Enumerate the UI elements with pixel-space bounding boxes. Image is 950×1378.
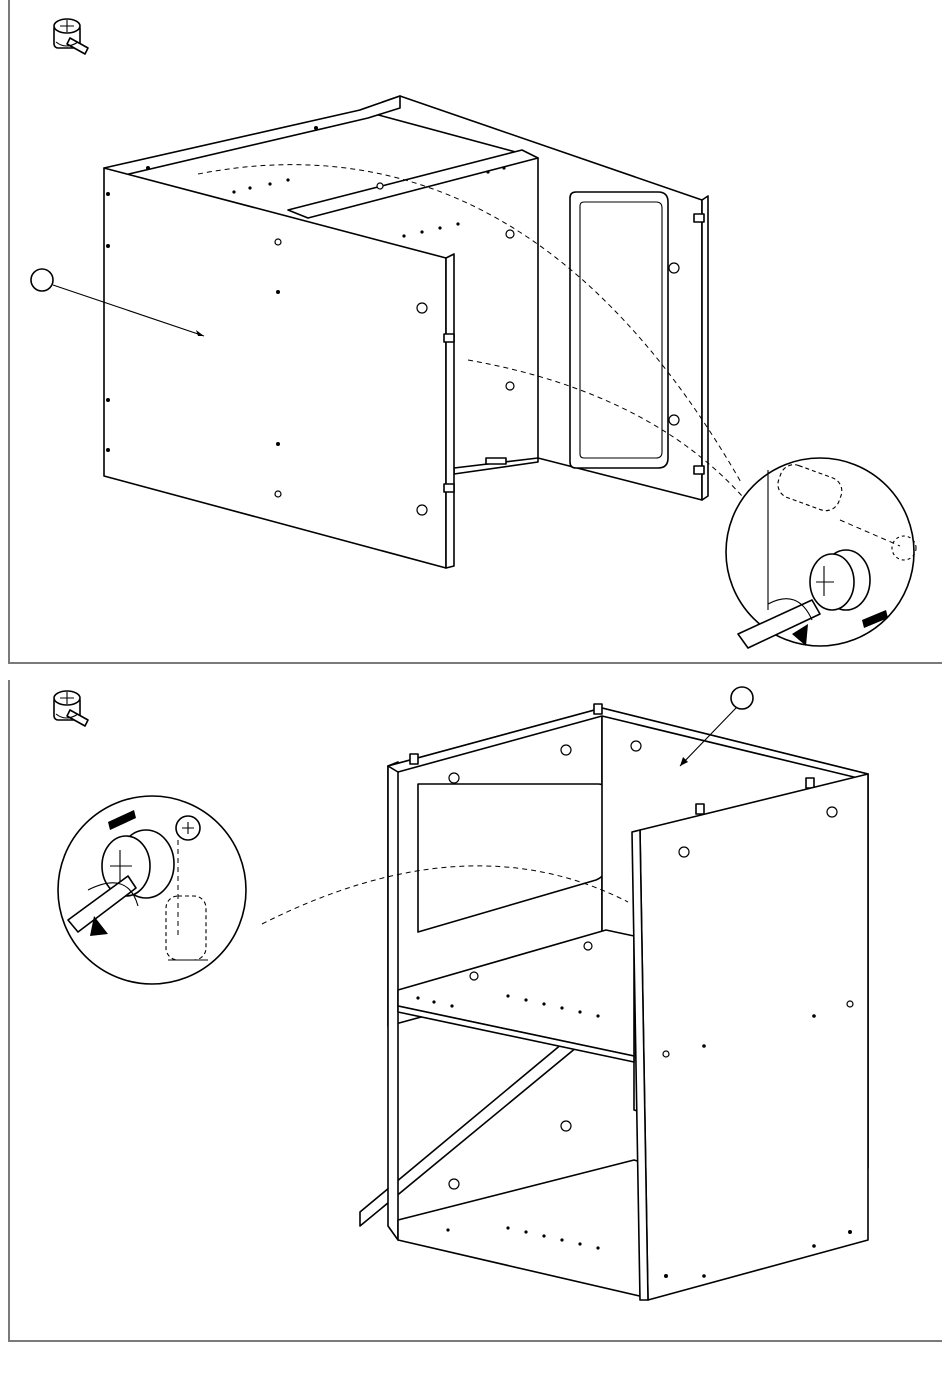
cam-lock-tighten-detail	[58, 796, 246, 984]
side-panel	[104, 168, 454, 568]
cam-lock-tighten-detail	[726, 458, 916, 648]
step-2-illustration	[8, 680, 942, 1342]
cam-lock-screwdriver-icon	[54, 691, 88, 726]
top-rail	[104, 96, 400, 178]
bottom-rail	[454, 458, 538, 474]
cam-lock-screwdriver-icon	[54, 19, 88, 54]
middle-shelf	[288, 150, 538, 218]
step-1-illustration	[8, 0, 942, 664]
step-2-panel	[8, 680, 942, 1342]
bottom-panel	[398, 1160, 648, 1298]
right-side-panel	[632, 774, 868, 1300]
step-1-panel	[8, 0, 942, 664]
